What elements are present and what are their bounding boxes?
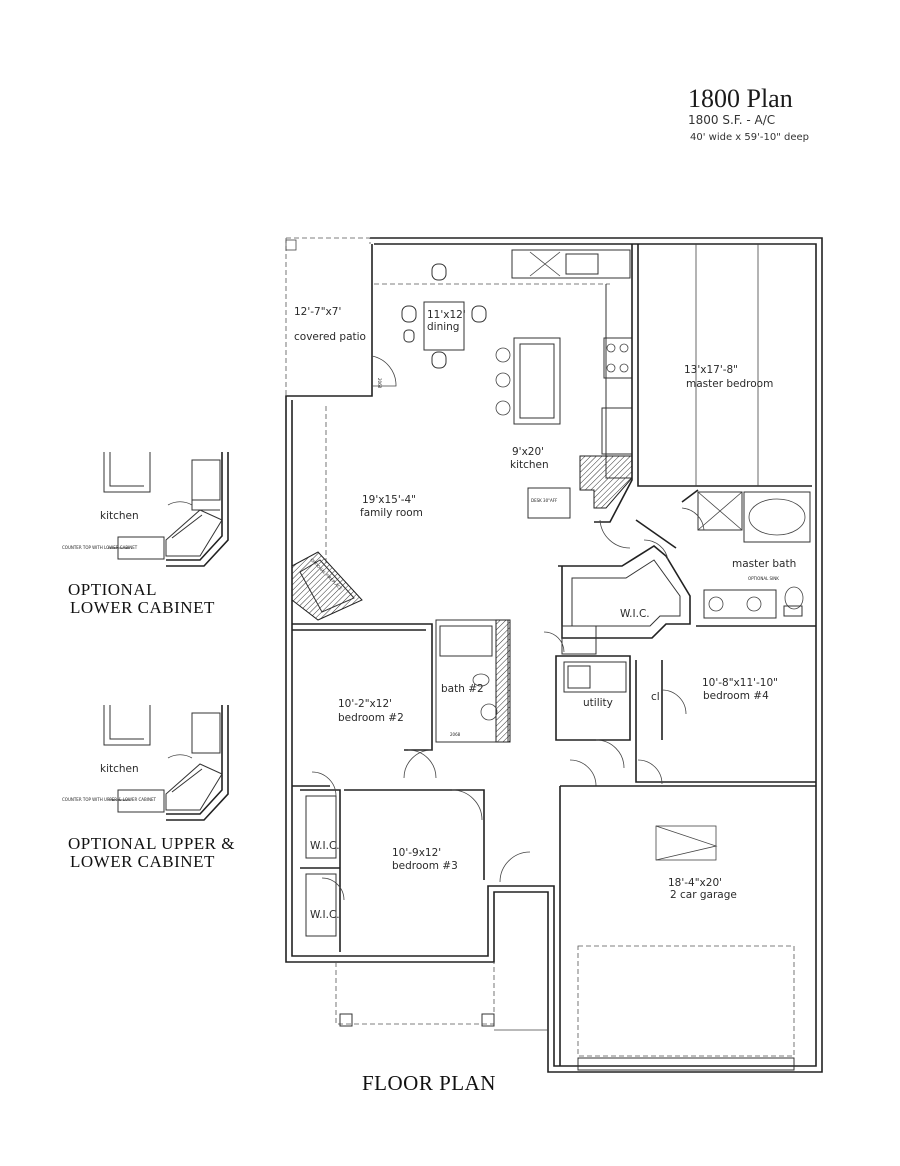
bedroom4-name: bedroom #4 bbox=[703, 690, 769, 702]
option-upper-lower-detail: kitchen COUNTER TOP WITH UPPER & LOWER C… bbox=[62, 705, 229, 821]
master-bedroom-name: master bedroom bbox=[686, 378, 773, 390]
option-lower-note: COUNTER TOP WITH LOWER CABINET bbox=[62, 545, 138, 550]
covered-patio-name: covered patio bbox=[294, 331, 366, 343]
plan-title: 1800 Plan bbox=[688, 84, 793, 113]
option-lower-kitchen-label: kitchen bbox=[100, 510, 139, 522]
dining-name: dining bbox=[427, 321, 459, 333]
utility-name: utility bbox=[583, 697, 613, 709]
kitchen-name: kitchen bbox=[510, 459, 549, 471]
door-2068-patio-label: 2068 bbox=[377, 378, 382, 389]
master-bedroom-size: 13'x17'-8" bbox=[684, 364, 738, 376]
optional-sink-label: OPTIONAL SINK bbox=[748, 576, 779, 581]
plan-dimensions: 40' wide x 59'-10" deep bbox=[690, 132, 809, 143]
room-labels: 12'-7"x7' covered patio 11'x12' dining 1… bbox=[294, 306, 796, 921]
bedroom3-size: 10'-9x12' bbox=[392, 847, 441, 859]
kitchen-size: 9'x20' bbox=[512, 446, 544, 458]
master-wic-label: W.I.C. bbox=[620, 608, 650, 620]
option-upper-lower-caption-1: OPTIONAL UPPER & bbox=[68, 834, 235, 853]
bedroom2-size: 10'-2"x12' bbox=[338, 698, 392, 710]
bedroom3-wic-upper-label: W.I.C. bbox=[310, 840, 340, 852]
option-lower-caption-1: OPTIONAL bbox=[68, 580, 157, 599]
family-room-size: 19'x15'-4" bbox=[362, 494, 416, 506]
option-lower-caption-2: LOWER CABINET bbox=[70, 598, 215, 617]
bedroom4-size: 10'-8"x11'-10" bbox=[702, 677, 778, 689]
option-lower-detail: kitchen COUNTER TOP WITH LOWER CABINET bbox=[62, 452, 229, 567]
garage-size: 18'-4"x20' bbox=[668, 877, 722, 889]
option-upper-lower-caption-2: LOWER CABINET bbox=[70, 852, 215, 871]
bedroom3-wic-lower-label: W.I.C. bbox=[310, 909, 340, 921]
bedroom3-name: bedroom #3 bbox=[392, 860, 458, 872]
floor-plan-caption: FLOOR PLAN bbox=[362, 1071, 496, 1095]
door-2068-bath-label: 2068 bbox=[450, 732, 461, 737]
desk-label: DESK 30"AFF bbox=[531, 498, 558, 503]
option-upper-lower-note: COUNTER TOP WITH UPPER & LOWER CABINET bbox=[62, 797, 156, 802]
option-upper-lower-kitchen-label: kitchen bbox=[100, 763, 139, 775]
main-floor-plan bbox=[285, 237, 823, 1073]
covered-patio-size: 12'-7"x7' bbox=[294, 306, 341, 318]
family-room-name: family room bbox=[360, 507, 423, 519]
plan-area: 1800 S.F. - A/C bbox=[688, 113, 776, 127]
garage-name: 2 car garage bbox=[670, 889, 737, 901]
dining-size: 11'x12' bbox=[427, 309, 466, 321]
bedroom2-name: bedroom #2 bbox=[338, 712, 404, 724]
master-bath-name: master bath bbox=[732, 558, 796, 570]
bath2-name: bath #2 bbox=[441, 683, 484, 695]
closet-label: cl bbox=[651, 691, 660, 703]
